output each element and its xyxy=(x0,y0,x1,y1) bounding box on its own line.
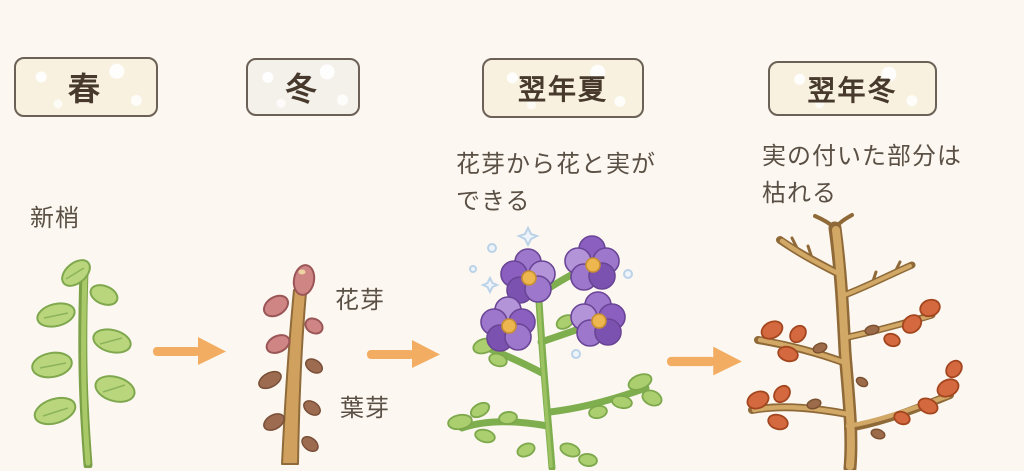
arrow-right-icon xyxy=(667,346,742,376)
withered-branch-illustration xyxy=(746,213,963,470)
arrow-right-icon xyxy=(367,340,440,368)
season-label-next-winter: 翌年冬 xyxy=(807,73,898,107)
season-box-next-summer: 翌年夏 xyxy=(482,58,644,118)
annotation-leaf-bud: 葉芽 xyxy=(340,394,390,422)
annotation-next-winter: 実の付いた部分は枯れる xyxy=(762,142,962,207)
arrow-right-icon xyxy=(153,337,226,365)
season-label-next-summer: 翌年夏 xyxy=(517,73,608,106)
summer-flowering-plant-illustration xyxy=(447,225,663,470)
season-label-spring: 春 xyxy=(67,70,104,108)
annotation-flower-bud: 花芽 xyxy=(335,286,385,314)
annotation-next-summer: 花芽から花と実ができる xyxy=(456,150,656,215)
spring-shoot-illustration xyxy=(31,259,136,468)
season-box-next-winter: 翌年冬 xyxy=(768,61,937,116)
season-box-spring: 春 xyxy=(14,57,158,117)
winter-bud-twig-illustration xyxy=(258,264,324,465)
annotation-new-shoot: 新梢 xyxy=(30,204,80,232)
season-box-winter: 冬 xyxy=(246,58,360,116)
season-label-winter: 冬 xyxy=(284,70,321,108)
